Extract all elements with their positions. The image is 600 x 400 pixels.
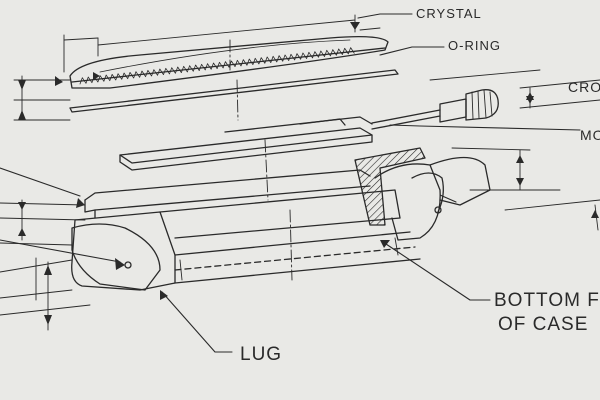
crystal-part [69,36,389,89]
label-o-ring: O-RING [448,38,501,53]
label-crown: CRO [568,79,600,95]
arrowheads [18,22,599,325]
leader-lines [0,13,581,353]
label-bottom-line2: OF CASE [498,314,588,335]
o-ring-part [69,69,399,113]
center-lines [229,39,293,281]
label-movement: MO [580,127,600,143]
label-lug: LUG [240,344,282,365]
case-body [71,147,491,291]
movement-part [119,116,373,171]
crown-part [371,89,499,130]
label-crystal: CRYSTAL [416,6,482,21]
label-bottom-line1: BOTTOM F [494,290,600,311]
